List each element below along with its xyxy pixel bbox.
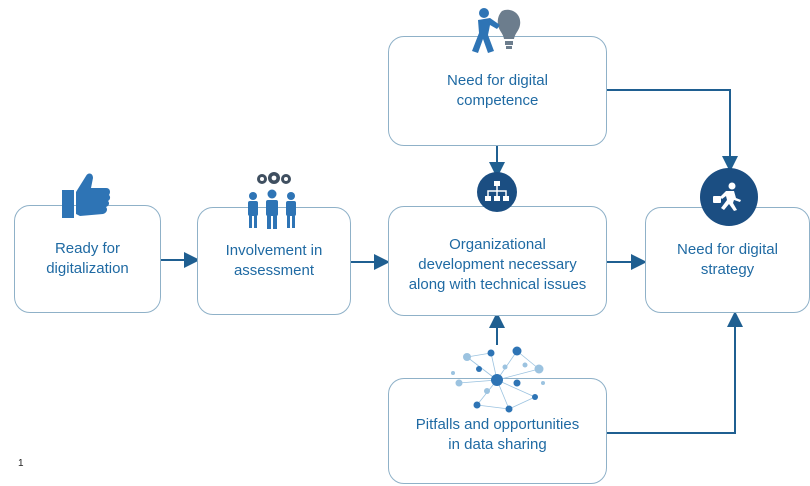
strategy-label: Need for digital strategy: [677, 241, 778, 278]
organizational-label: Organizational development necessary alo…: [408, 236, 587, 293]
team-gears-icon: [248, 172, 296, 229]
runner-badge: [700, 168, 758, 226]
box-need-for-digital-competence: Need for digital competence: [388, 36, 607, 146]
data-network-icon: [451, 346, 545, 413]
org-chart-badge: [477, 172, 517, 212]
box-organizational-development: Organizational development necessary alo…: [388, 206, 607, 316]
org-chart-icon: [485, 181, 509, 201]
arrow-competence-to-strategy: [607, 89, 738, 172]
ready-label: Ready for digitalization: [46, 240, 129, 277]
thumbs-up-icon: [62, 173, 111, 218]
runner-briefcase-icon: [713, 182, 741, 211]
box-ready-for-digitalization: Ready for digitalization: [14, 205, 161, 313]
pitfalls-label: Pitfalls and opportunities in data shari…: [415, 416, 580, 453]
box-pitfalls-and-opportunities: Pitfalls and opportunities in data shari…: [388, 378, 607, 484]
puzzle-bulb-icon: [472, 8, 521, 53]
arrow-pitfalls-to-strategy: [607, 311, 743, 434]
competence-label: Need for digital competence: [447, 72, 548, 109]
involvement-label: Involvement in assessment: [225, 242, 323, 279]
page-number: 1: [18, 458, 24, 469]
